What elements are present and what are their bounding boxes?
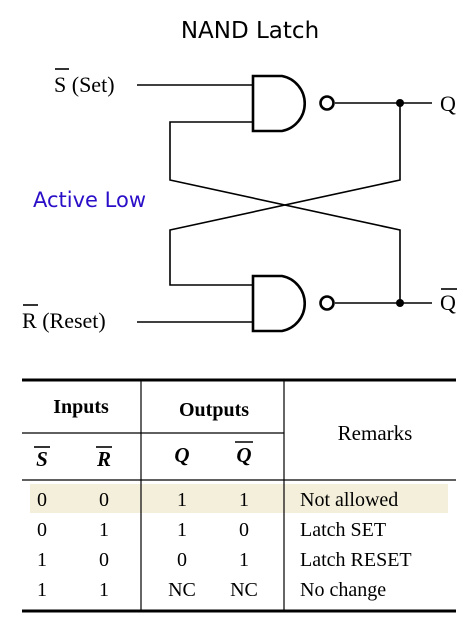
cell-qbar: 0: [239, 519, 249, 541]
input-r-letter: R: [22, 308, 37, 333]
top-nand-bubble: [319, 95, 335, 111]
header-outputs: Outputs: [179, 399, 249, 421]
header-col-qbar: Q: [236, 443, 251, 467]
cell-remark: No change: [300, 579, 386, 601]
page-title: NAND Latch: [181, 18, 319, 44]
cell-remark: Latch SET: [300, 519, 386, 541]
latch-circuit: S (Set) R (Reset) Q Q Active Low: [22, 68, 457, 333]
bottom-nand-gate: [251, 274, 307, 333]
input-s-suffix: (Set): [66, 72, 114, 97]
cell-remark: Latch RESET: [300, 549, 412, 571]
top-nand-gate: [251, 74, 307, 133]
cell-qbar: NC: [230, 579, 258, 601]
header-col-s: S: [36, 447, 48, 471]
bottom-nand-bubble: [319, 295, 335, 311]
cell-r: 0: [99, 549, 109, 571]
active-low-annotation: Active Low: [33, 188, 146, 212]
output-q-label: Q: [440, 91, 456, 116]
cell-r: 1: [99, 579, 109, 601]
cell-q: NC: [168, 579, 196, 601]
cell-q: 0: [177, 549, 187, 571]
header-col-r: R: [96, 447, 111, 471]
cell-qbar: 1: [239, 489, 249, 511]
truth-table: Inputs Outputs Remarks S R Q Q 0 0 1 1 N…: [22, 378, 456, 613]
cell-r: 1: [99, 519, 109, 541]
cell-s: 0: [37, 519, 47, 541]
input-r-label: R (Reset): [22, 308, 106, 333]
highlight-row: [30, 484, 448, 513]
header-remarks: Remarks: [338, 421, 413, 445]
cell-s: 1: [37, 579, 47, 601]
header-inputs: Inputs: [53, 396, 109, 418]
junction-dot-q: [396, 99, 404, 107]
cell-qbar: 1: [239, 549, 249, 571]
wire-top-gate-input2: [169, 121, 401, 303]
header-col-q: Q: [174, 443, 189, 467]
input-s-letter: S: [54, 72, 66, 97]
cell-s: 0: [37, 489, 47, 511]
cell-q: 1: [177, 519, 187, 541]
cell-q: 1: [177, 489, 187, 511]
wire-bottom-gate-input1: [169, 103, 401, 286]
input-s-label: S (Set): [54, 72, 115, 97]
junction-dot-qbar: [396, 299, 404, 307]
output-qbar-label: Q: [440, 290, 456, 315]
input-r-suffix: (Reset): [37, 308, 106, 333]
cell-remark: Not allowed: [300, 489, 398, 511]
cell-r: 0: [99, 489, 109, 511]
cell-s: 1: [37, 549, 47, 571]
